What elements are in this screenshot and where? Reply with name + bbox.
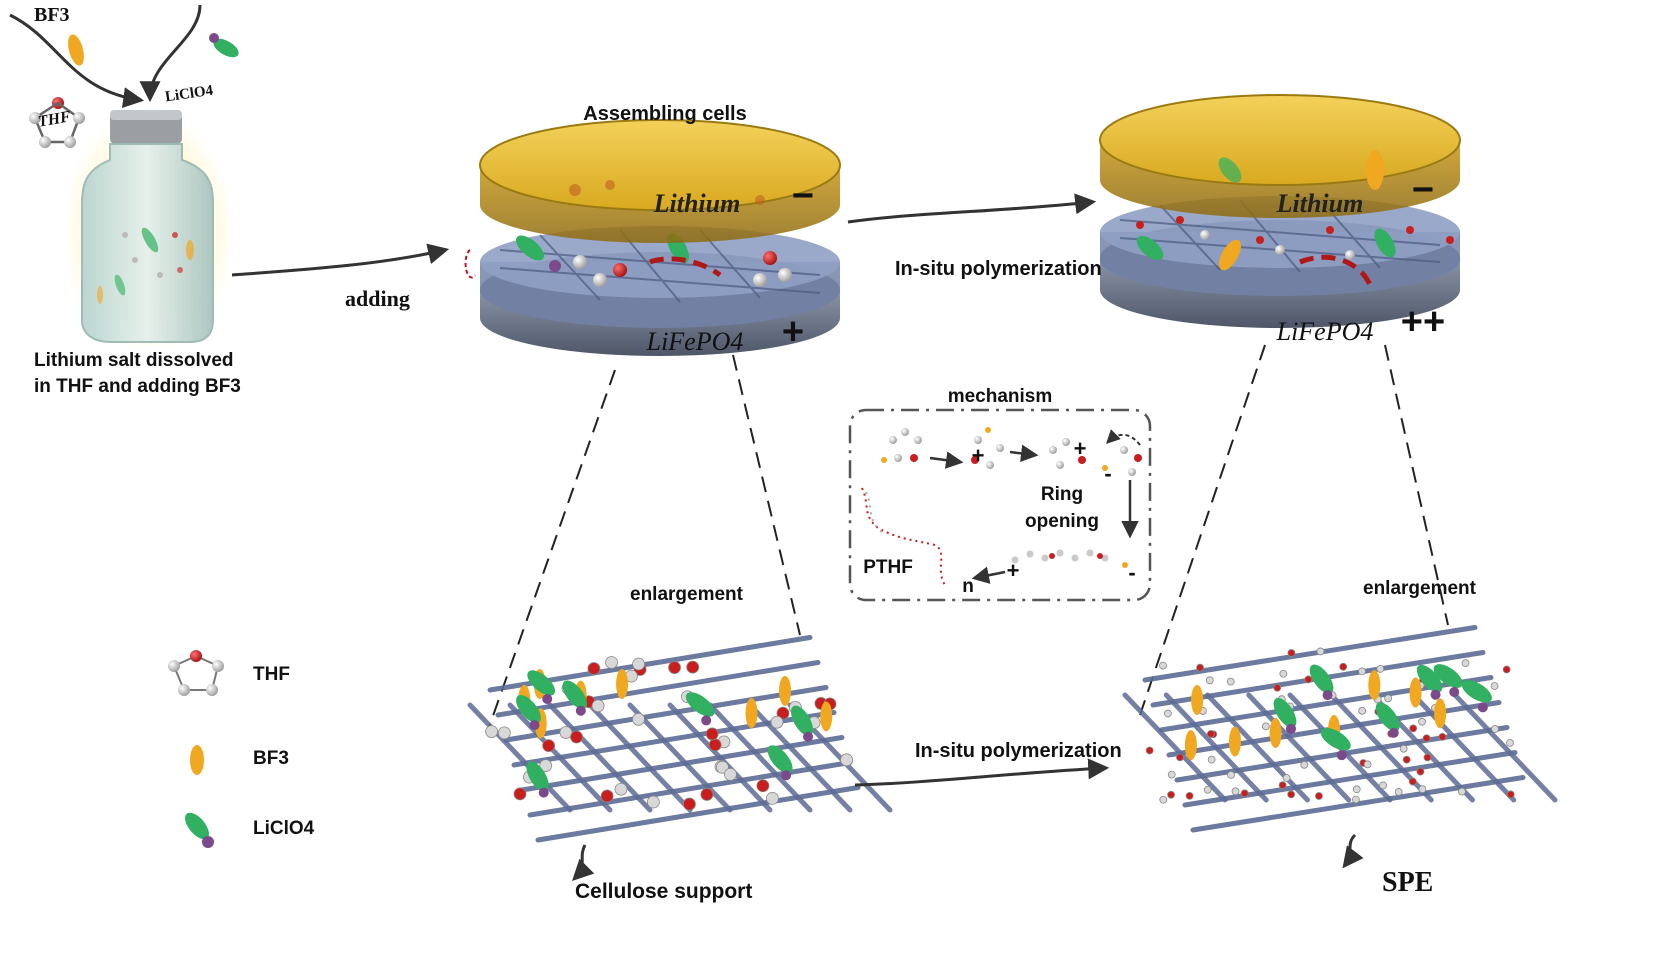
polymerization-bottom-arrow: [854, 758, 1110, 787]
mechanism-molecules: [861, 427, 1142, 586]
mechanism-plus-1: +: [972, 443, 985, 468]
mechanism-title: mechanism: [948, 386, 1053, 407]
polymerization-bottom-label: In-situ polymerization: [915, 740, 1122, 762]
enlargement-right-label: enlargement: [1363, 578, 1476, 599]
polymerization-top-label: In-situ polymerization: [895, 258, 1102, 280]
adding-label: adding: [345, 286, 410, 311]
mechanism-repeat-n: n: [962, 576, 974, 597]
cell-left-cathode-sign: +: [782, 311, 804, 353]
mechanism-box: [848, 408, 1152, 602]
mechanism-plus-3: +: [1007, 558, 1020, 583]
reagent-arrows: [9, 4, 202, 109]
polymerization-top-arrow: [847, 193, 1097, 224]
mechanism-plus-2: +: [1074, 436, 1087, 461]
bottle-caption-line1: Lithium salt dissolved: [34, 350, 234, 371]
bottle-caption-line2: in THF and adding BF3: [34, 376, 241, 397]
legend-bf3-label: BF3: [253, 748, 289, 769]
mechanism-ring-label-2: opening: [1025, 511, 1099, 532]
cell-right: [1099, 94, 1461, 328]
legend-liclo4-label: LiClO4: [253, 818, 315, 839]
liclo4-molecule-icon: [209, 33, 239, 58]
spe-mesh-right: [1122, 625, 1558, 833]
cell-right-anode-label: Lithium: [1276, 189, 1364, 218]
cell-left-title: Assembling cells: [583, 103, 746, 125]
cell-right-cathode-label: LiFePO4: [1276, 317, 1374, 346]
cell-right-anode-sign: −: [1412, 169, 1434, 211]
mechanism-minus-1: -: [1104, 461, 1111, 486]
legend-liclo4-icon: [185, 812, 214, 848]
bf3-label: BF3: [34, 4, 70, 26]
cell-left-anode-sign: −: [792, 175, 814, 217]
legend-thf-icon: [168, 650, 224, 696]
cell-left-cathode-label: LiFePO4: [646, 327, 744, 356]
thf-molecule-icon: [29, 97, 85, 148]
bf3-molecule-icon: [68, 34, 84, 66]
legend-bf3-icon: [190, 745, 204, 775]
spe-label: SPE: [1382, 867, 1434, 898]
cell-left: [464, 119, 841, 356]
mechanism-minus-2: -: [1128, 560, 1135, 585]
mechanism-ring-label-1: Ring: [1041, 484, 1083, 505]
cellulose-pointer-arrow: [572, 844, 595, 881]
bottle: [68, 110, 228, 345]
mechanism-product-label: PTHF: [863, 557, 913, 578]
cellulose-mesh-left: [467, 635, 893, 843]
enlargement-lines: [487, 344, 1449, 731]
spe-pointer-arrow: [1342, 833, 1364, 869]
adding-arrow: [231, 243, 450, 277]
cellulose-support-label: Cellulose support: [575, 880, 753, 903]
enlargement-left-label: enlargement: [630, 584, 743, 605]
cell-right-cathode-sign: ++: [1401, 301, 1445, 343]
cell-left-anode-label: Lithium: [653, 189, 741, 218]
legend-thf-label: THF: [253, 664, 290, 685]
